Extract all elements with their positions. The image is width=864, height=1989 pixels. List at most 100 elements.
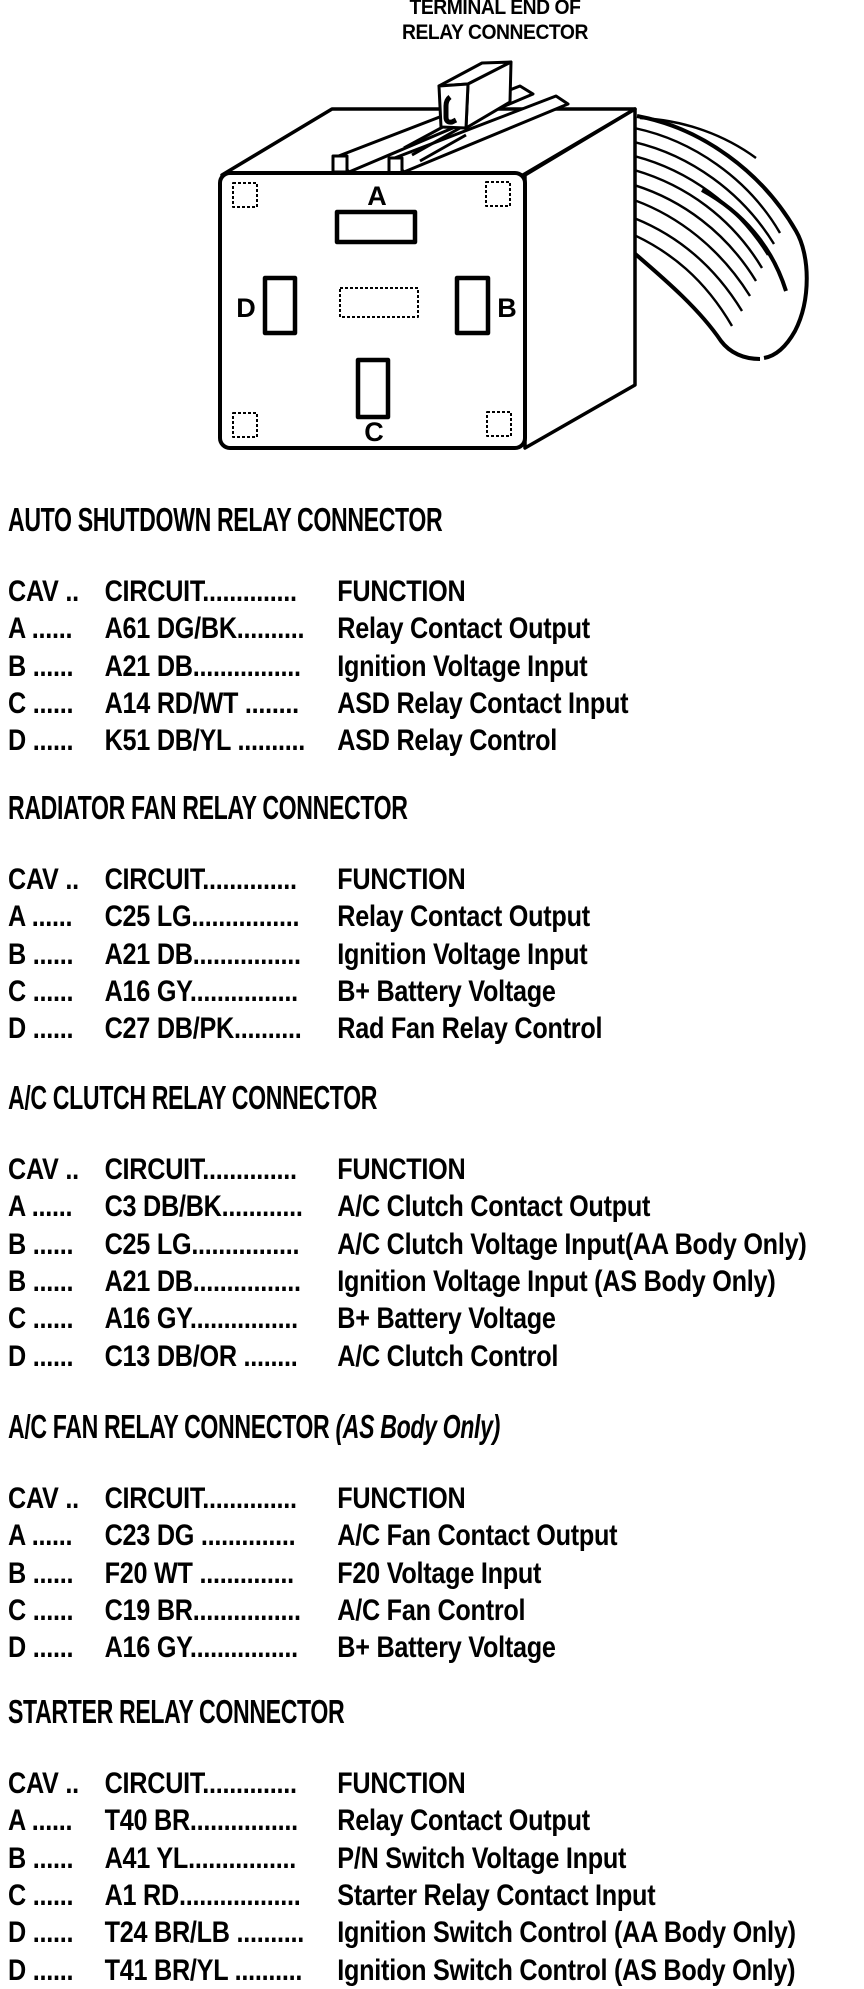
pinout-row: B ...... A21 DB................ Ignition…: [8, 936, 722, 973]
section-heading: A/C FAN RELAY CONNECTOR (AS Body Only): [8, 1409, 603, 1445]
pinout-row: C ...... A16 GY................ B+ Batte…: [8, 973, 722, 1010]
circuit-column-header: CIRCUIT..............: [104, 1767, 297, 1800]
function-cell: B+ Battery Voltage: [337, 974, 556, 1008]
function-cell: Starter Relay Contact Input: [337, 1878, 656, 1912]
function-cell: Ignition Switch Control (AS Body Only): [337, 1953, 796, 1987]
circuit-cell: T40 BR................: [104, 1804, 299, 1838]
column-header-row: CAV .. CIRCUIT.............. FUNCTION: [8, 1480, 722, 1517]
cav-cell: D ......: [8, 1953, 74, 1987]
pinout-row: C ...... A14 RD/WT ........ ASD Relay Co…: [8, 685, 722, 722]
circuit-cell: A21 DB................: [104, 1264, 301, 1298]
pinout-row: B ...... F20 WT .............. F20 Volta…: [8, 1555, 722, 1592]
circuit-cell: A16 GY................: [104, 1302, 299, 1336]
pinout-row: D ...... C13 DB/OR ........ A/C Clutch C…: [8, 1338, 722, 1375]
pinout-row: D ...... C27 DB/PK.......... Rad Fan Rel…: [8, 1010, 722, 1047]
circuit-cell: C23 DG ..............: [104, 1519, 296, 1553]
circuit-cell: C25 LG................: [104, 900, 300, 934]
cav-column-header: CAV ..: [8, 1153, 79, 1186]
figure-title: TERMINAL END OF RELAY CONNECTOR: [357, 0, 633, 45]
circuit-cell: C27 DB/PK..........: [104, 1012, 302, 1046]
function-cell: Ignition Voltage Input: [337, 937, 588, 971]
cav-cell: D ......: [8, 1339, 74, 1373]
section-heading-text: AUTO SHUTDOWN RELAY CONNECTOR: [8, 501, 443, 538]
circuit-cell: A16 GY................: [104, 974, 299, 1008]
function-column-header: FUNCTION: [337, 575, 466, 608]
relay-connector-diagram: A B C D: [218, 60, 809, 450]
cav-cell: B ......: [8, 1556, 74, 1590]
cav-cell: B ......: [8, 1841, 74, 1875]
column-header-row: CAV .. CIRCUIT.............. FUNCTION: [8, 573, 722, 610]
pinout-row: D ...... K51 DB/YL .......... ASD Relay …: [8, 722, 722, 759]
cav-cell: B ......: [8, 937, 74, 971]
pinout-table: CAV .. CIRCUIT.............. FUNCTION A …: [8, 861, 858, 1048]
function-cell: Ignition Voltage Input (AS Body Only): [337, 1264, 776, 1298]
circuit-cell: T24 BR/LB ..........: [104, 1916, 305, 1950]
column-header-row: CAV .. CIRCUIT.............. FUNCTION: [8, 1151, 722, 1188]
cav-cell: B ......: [8, 1227, 74, 1261]
pinout-row: A ...... A61 DG/BK.......... Relay Conta…: [8, 610, 722, 647]
circuit-cell: C13 DB/OR ........: [104, 1339, 298, 1373]
circuit-cell: A61 DG/BK..........: [104, 612, 305, 646]
section-heading-text: RADIATOR FAN RELAY CONNECTOR: [8, 789, 408, 826]
function-cell: ASD Relay Contact Input: [337, 686, 629, 720]
cav-cell: C ......: [8, 686, 74, 720]
cavity-d: [262, 275, 298, 336]
function-cell: A/C Clutch Contact Output: [337, 1190, 651, 1224]
pinout-row: B ...... A21 DB................ Ignition…: [8, 1263, 776, 1300]
cav-column-header: CAV ..: [8, 1767, 79, 1800]
cav-column-header: CAV ..: [8, 863, 79, 896]
cav-cell: C ......: [8, 1302, 74, 1336]
circuit-cell: T41 BR/YL ..........: [104, 1953, 303, 1987]
circuit-column-header: CIRCUIT..............: [104, 1153, 297, 1186]
pinout-row: B ...... A41 YL................ P/N Swit…: [8, 1840, 722, 1877]
cav-cell: C ......: [8, 1593, 74, 1627]
function-cell: Relay Contact Output: [337, 612, 590, 646]
center-keyway-slot: [339, 287, 419, 318]
function-cell: ASD Relay Control: [337, 724, 558, 758]
pinout-table: CAV .. CIRCUIT.............. FUNCTION A …: [8, 1765, 858, 1989]
section-heading: STARTER RELAY CONNECTOR: [8, 1694, 603, 1730]
figure-title-line1: TERMINAL END OF: [409, 0, 581, 19]
pinout-table: CAV .. CIRCUIT.............. FUNCTION A …: [8, 1480, 858, 1667]
pinout-row: C ...... A16 GY................ B+ Batte…: [8, 1300, 722, 1337]
cav-cell: A ......: [8, 1804, 73, 1838]
cav-cell: A ......: [8, 1519, 73, 1553]
function-cell: P/N Switch Voltage Input: [337, 1841, 627, 1875]
cav-cell: B ......: [8, 649, 74, 683]
circuit-cell: A16 GY................: [104, 1631, 299, 1665]
function-column-header: FUNCTION: [337, 1153, 466, 1186]
cavity-b: [454, 275, 491, 336]
pinout-row: A ...... C23 DG .............. A/C Fan C…: [8, 1517, 722, 1554]
circuit-cell: K51 DB/YL ..........: [104, 724, 306, 758]
pinout-row: C ...... A1 RD.................. Starter…: [8, 1877, 722, 1914]
circuit-cell: C3 DB/BK............: [104, 1190, 303, 1224]
function-cell: F20 Voltage Input: [337, 1556, 542, 1590]
pinout-row: A ...... T40 BR................ Relay Co…: [8, 1802, 722, 1839]
function-cell: Ignition Voltage Input: [337, 649, 588, 683]
pinout-row: D ...... T41 BR/YL .......... Ignition S…: [8, 1952, 796, 1989]
pinout-row: B ...... C25 LG................ A/C Clut…: [8, 1226, 807, 1263]
function-cell: Relay Contact Output: [337, 1804, 590, 1838]
terminal-label-c: C: [364, 417, 384, 447]
function-cell: B+ Battery Voltage: [337, 1302, 556, 1336]
function-cell: Relay Contact Output: [337, 900, 590, 934]
function-cell: A/C Clutch Control: [337, 1339, 559, 1373]
pinout-row: B ...... A21 DB................ Ignition…: [8, 648, 722, 685]
cav-cell: D ......: [8, 1916, 74, 1950]
pinout-table: CAV .. CIRCUIT.............. FUNCTION A …: [8, 573, 858, 760]
pinout-table: CAV .. CIRCUIT.............. FUNCTION A …: [8, 1151, 858, 1375]
section-ac-fan-relay: A/C FAN RELAY CONNECTOR (AS Body Only) C…: [8, 1409, 858, 1667]
cavity-a: [334, 209, 418, 245]
cav-cell: C ......: [8, 974, 74, 1008]
figure-title-line2: RELAY CONNECTOR: [402, 21, 588, 44]
function-cell: B+ Battery Voltage: [337, 1631, 556, 1665]
function-cell: A/C Fan Contact Output: [337, 1519, 618, 1553]
cavity-c: [355, 357, 391, 420]
cav-cell: A ......: [8, 1190, 73, 1224]
function-column-header: FUNCTION: [337, 1482, 466, 1515]
pinout-row: A ...... C3 DB/BK............ A/C Clutch…: [8, 1188, 722, 1225]
section-starter-relay: STARTER RELAY CONNECTOR CAV .. CIRCUIT..…: [8, 1694, 858, 1989]
section-heading: RADIATOR FAN RELAY CONNECTOR: [8, 790, 603, 826]
terminal-label-a: A: [367, 181, 387, 211]
